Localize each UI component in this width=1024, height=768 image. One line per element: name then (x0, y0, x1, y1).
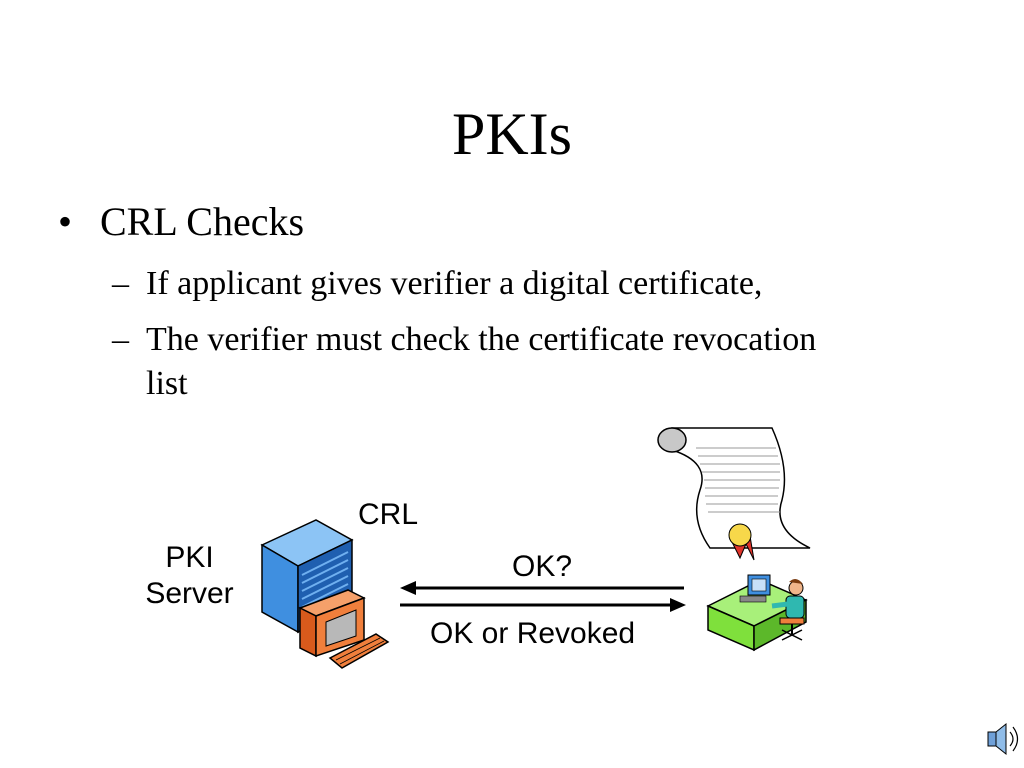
sub-marker: – (112, 321, 129, 358)
response-label: OK or Revoked (430, 617, 636, 650)
speaker-icon[interactable] (987, 722, 1019, 756)
person-at-desk-icon (706, 574, 808, 652)
response-arrow (400, 598, 686, 612)
sub-item: –If applicant gives verifier a digital c… (112, 262, 762, 306)
sub-marker: – (112, 265, 129, 302)
server-computer-icon (260, 519, 390, 669)
sub-item-text: The verifier must check the certificate … (146, 321, 817, 358)
crl-label: CRL (358, 498, 419, 531)
bullet-text: CRL Checks (100, 199, 305, 244)
pki-server-label-line2: Server (145, 577, 234, 610)
request-label: OK? (512, 550, 573, 583)
request-arrow (400, 581, 684, 595)
slide-title: PKIs (451, 101, 573, 167)
pki-server-label: PKI Server (132, 540, 247, 612)
award-seal-icon (728, 523, 755, 561)
sub-item-continuation: list (146, 365, 188, 402)
bullet-item: • CRL Checks (58, 198, 304, 246)
bullet-marker: • (58, 199, 73, 244)
certificate-scroll-icon (657, 427, 811, 549)
pki-server-label-line1: PKI (165, 541, 214, 574)
sub-item: –The verifier must check the certificate… (112, 318, 816, 406)
sub-item-text: If applicant gives verifier a digital ce… (146, 265, 763, 302)
